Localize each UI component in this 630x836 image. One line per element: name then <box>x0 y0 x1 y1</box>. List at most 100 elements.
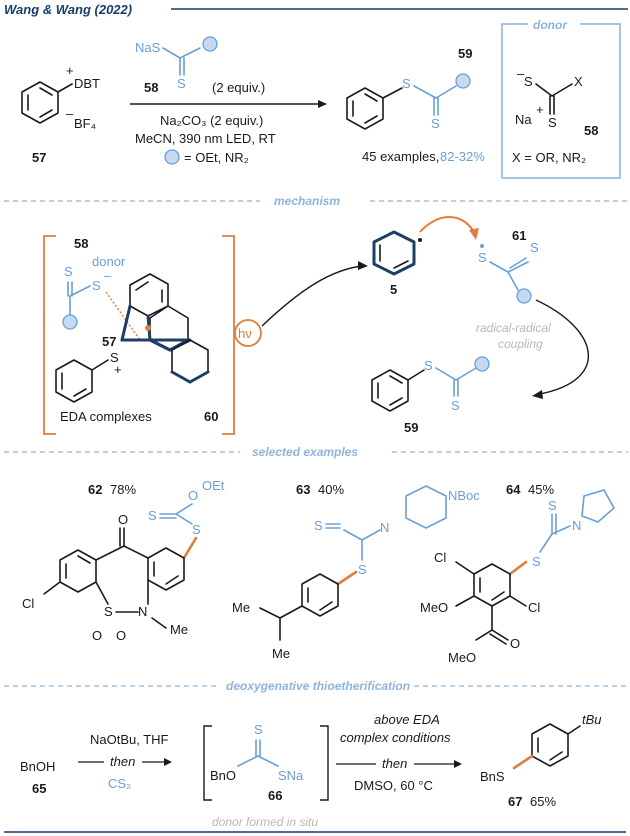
eda-complex-bracket <box>43 235 235 435</box>
condition-base: Na₂CO₃ (2 equiv.) <box>160 113 263 128</box>
phenyl-radical-5: 5 <box>372 230 422 297</box>
coupling-label-2: coupling <box>498 337 543 351</box>
radical-attack-arrow <box>419 216 475 233</box>
eda-acceptor-57: 57 S + <box>55 273 210 403</box>
svg-text:66: 66 <box>268 788 282 803</box>
svg-text:S: S <box>532 554 541 569</box>
eda-donor-fragment: S S – <box>62 264 141 341</box>
dbt-label: DBT <box>74 76 100 91</box>
product-59: 59 S S 45 examples, 82-32% <box>346 46 485 164</box>
svg-text:5: 5 <box>390 282 397 297</box>
cs2-reagent: CS₂ <box>108 776 131 791</box>
svg-text:78%: 78% <box>110 482 136 497</box>
svg-text:+: + <box>114 362 122 377</box>
svg-text:S: S <box>64 264 73 279</box>
condition-dmso: DMSO, 60 °C <box>354 778 433 793</box>
eda-complexes-label: EDA complexes <box>60 409 152 424</box>
intermediate-66: S BnO SNa 66 <box>203 722 329 803</box>
svg-text:S: S <box>92 278 101 293</box>
svg-text:S: S <box>358 562 367 577</box>
svg-text:+: + <box>66 63 74 78</box>
svg-text:N: N <box>380 520 389 535</box>
examples-count: 45 examples, <box>362 149 439 164</box>
donor-header: donor <box>533 18 568 32</box>
then-1: then <box>110 754 135 769</box>
example-63: 63 40% NBoc N S S Me Me <box>232 482 480 661</box>
compound-67-label: 67 <box>508 794 522 809</box>
reagent-58-label: 58 <box>144 80 158 95</box>
bf4-label: BF₄ <box>74 116 96 131</box>
legend-ball-icon <box>164 149 180 165</box>
svg-text:S: S <box>478 250 487 265</box>
svg-text:Cl: Cl <box>528 600 540 615</box>
svg-text:S: S <box>148 508 157 523</box>
svg-text:O: O <box>188 488 198 503</box>
hv-label: hν <box>238 326 252 341</box>
svg-text:S: S <box>104 604 113 619</box>
starting-material-57: + DBT – BF₄ 57 <box>21 63 100 165</box>
svg-text:S: S <box>451 398 460 413</box>
donor-box: donor – S X S Na + 58 X = OR, NR₂ <box>501 16 621 179</box>
compound-57-label: 57 <box>32 150 46 165</box>
condition-above-eda: above EDA <box>374 712 440 727</box>
svg-text:S: S <box>177 76 186 91</box>
svg-text:S: S <box>548 498 557 513</box>
reagent-58: NaS S 58 (2 equiv.) <box>135 36 265 95</box>
svg-text:S: S <box>402 76 411 91</box>
section-deoxygenative: deoxygenative thioetherification <box>226 679 410 693</box>
compound-65-label: 65 <box>32 781 46 796</box>
reagent-equiv: (2 equiv.) <box>212 80 265 95</box>
svg-text:N: N <box>572 518 581 533</box>
svg-text:S: S <box>524 74 533 89</box>
svg-text:O: O <box>510 636 520 651</box>
svg-text:Me: Me <box>232 600 250 615</box>
product-67: tBu BnS 67 65% <box>480 712 602 809</box>
svg-text:–: – <box>104 268 112 283</box>
section-selected-examples: selected examples <box>252 445 358 459</box>
svg-text:64: 64 <box>506 482 521 497</box>
condition-complex: complex conditions <box>340 730 451 745</box>
substituent-ball-icon <box>202 36 218 52</box>
svg-text:tBu: tBu <box>582 712 602 727</box>
svg-text:BnO: BnO <box>210 768 236 783</box>
svg-text:–: – <box>66 106 74 121</box>
bnoh-label: BnOH <box>20 759 55 774</box>
svg-text:NaS: NaS <box>135 40 161 55</box>
reagent-naotbu: NaOtBu, THF <box>90 732 169 747</box>
svg-text:Cl: Cl <box>434 550 446 565</box>
coupling-label-1: radical-radical <box>476 321 551 335</box>
svg-text:59: 59 <box>458 46 472 61</box>
svg-text:X: X <box>574 74 583 89</box>
svg-text:O: O <box>92 628 102 643</box>
svg-text:S: S <box>431 116 440 131</box>
donor-tag: donor <box>92 254 126 269</box>
svg-text:O: O <box>116 628 126 643</box>
svg-text:Cl: Cl <box>22 596 34 611</box>
svg-text:N: N <box>138 604 147 619</box>
svg-text:S: S <box>548 115 557 130</box>
svg-text:Na: Na <box>515 112 532 127</box>
svg-text:S: S <box>314 518 323 533</box>
eda-60-label: 60 <box>204 409 218 424</box>
mech-58-label: 58 <box>74 236 88 251</box>
section-mechanism: mechanism <box>274 194 340 208</box>
then-2: then <box>382 756 407 771</box>
example-62: 62 78% O OEt S S O Cl S O O N Me <box>22 478 225 643</box>
svg-text:Me: Me <box>272 646 290 661</box>
svg-text:–: – <box>517 66 525 81</box>
svg-text:S: S <box>424 358 433 373</box>
svg-text:62: 62 <box>88 482 102 497</box>
ball-legend: = OEt, NR₂ <box>184 150 249 165</box>
mechanism-product-59: S S 59 <box>371 356 490 435</box>
svg-text:Me: Me <box>170 622 188 637</box>
scheme-title: Wang & Wang (2022) <box>4 2 132 17</box>
svg-text:S: S <box>110 350 119 365</box>
svg-text:S: S <box>192 522 201 537</box>
product-67-yield: 65% <box>530 794 556 809</box>
svg-text:MeO: MeO <box>448 650 476 665</box>
svg-text:SNa: SNa <box>278 768 304 783</box>
svg-text:63: 63 <box>296 482 310 497</box>
svg-text:61: 61 <box>512 228 526 243</box>
svg-text:59: 59 <box>404 420 418 435</box>
